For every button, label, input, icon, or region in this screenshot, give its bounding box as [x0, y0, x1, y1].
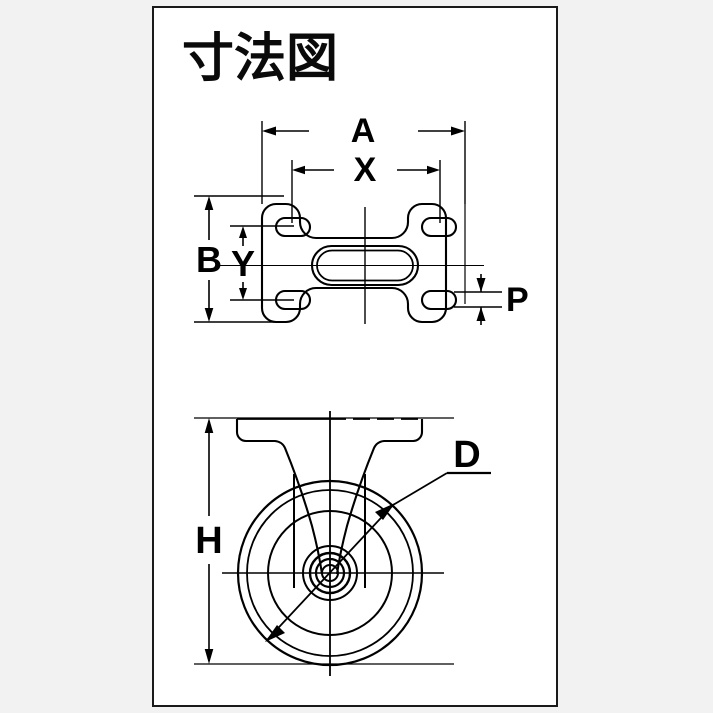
y-arrow-top [239, 226, 247, 238]
h-arrow-bottom [204, 649, 214, 664]
drawing-title: 寸法図 [182, 29, 338, 89]
y-arrow-bottom [239, 288, 247, 300]
bolt-slot-top-right [420, 216, 458, 238]
x-arrow-left [292, 165, 305, 175]
b-arrow-top [204, 196, 214, 210]
dimension-label-p: P [506, 281, 529, 319]
a-arrow-right [451, 126, 465, 136]
b-arrow-bottom [204, 308, 214, 322]
dimension-label-a: A [351, 112, 376, 150]
bolt-slot-bottom-right [420, 289, 458, 311]
x-arrow-right [427, 165, 440, 175]
dimension-label-y: Y [231, 243, 255, 284]
dimension-label-h: H [195, 520, 222, 562]
d-leader-line [392, 472, 448, 506]
mounting-plate-outline [260, 202, 448, 324]
dimension-label-b: B [196, 239, 222, 280]
p-arrow-top [476, 278, 486, 292]
drawing-frame: 寸法図 A [152, 6, 558, 707]
h-arrow-top [204, 418, 214, 433]
d-arrow-upper-right [375, 503, 395, 520]
dimension-label-d: D [453, 434, 480, 476]
technical-drawing-svg: 寸法図 A [182, 29, 529, 676]
dimension-label-x: X [354, 151, 377, 189]
d-arrow-lower-left [265, 625, 285, 642]
top-view-group: A X B [194, 112, 529, 325]
fork-left-leg [235, 419, 324, 575]
bolt-slot-top-left [274, 216, 312, 238]
side-view-group: H [194, 411, 491, 676]
a-arrow-left [262, 126, 276, 136]
p-arrow-bottom [476, 307, 486, 321]
bolt-slot-bottom-left [274, 289, 312, 311]
fork-right-leg [335, 419, 424, 575]
d-dimension-line [266, 504, 394, 641]
